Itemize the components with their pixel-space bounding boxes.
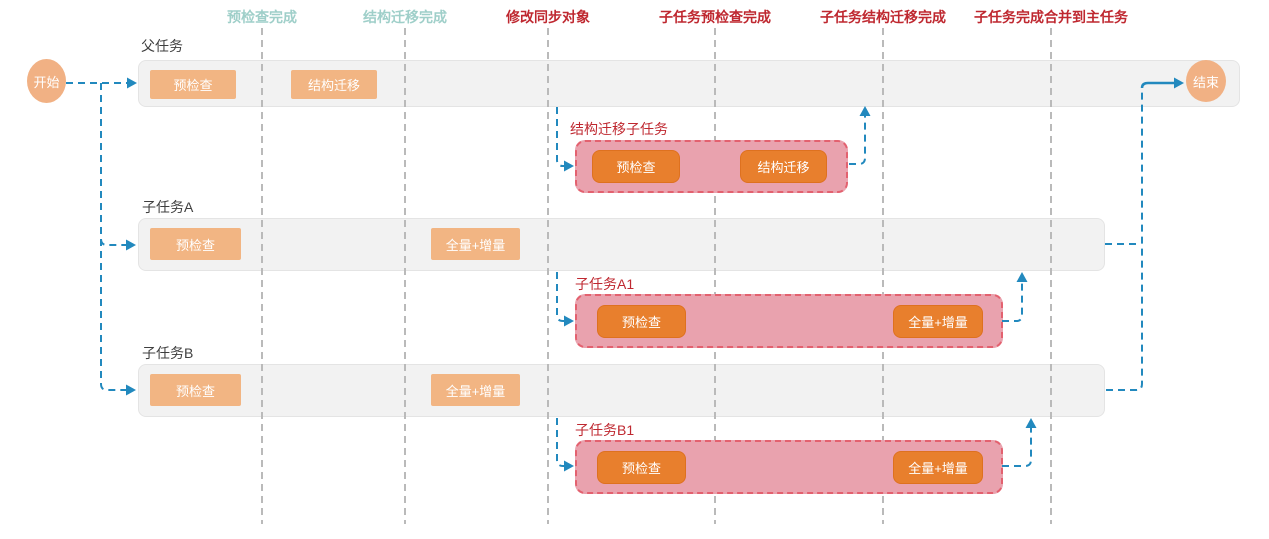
milestone-label-modify-sync-objects: 修改同步对象 — [506, 9, 590, 25]
step-b1-precheck: 预检查 — [597, 451, 686, 484]
step-schema-subtask-migration: 结构迁移 — [740, 150, 827, 183]
subtask-title-b1: 子任务B1 — [575, 422, 635, 438]
arrow-right-icon — [126, 239, 136, 251]
stage-subtask-b-precheck: 预检查 — [150, 374, 241, 406]
subtask-title-schema-migration-subtask: 结构迁移子任务 — [570, 121, 668, 137]
connector-b1-to-subtask-b — [1002, 427, 1032, 467]
arrow-right-icon — [127, 77, 137, 89]
lane-title-subtask-a: 子任务A — [142, 199, 194, 215]
step-a1-precheck: 预检查 — [597, 305, 686, 338]
arrow-up-icon — [1025, 418, 1037, 428]
milestone-label-precheck-done: 预检查完成 — [227, 9, 297, 25]
milestone-label-subtask-precheck-done: 子任务预检查完成 — [659, 9, 771, 25]
arrow-right-icon — [564, 160, 574, 172]
stage-parent-precheck: 预检查 — [150, 70, 236, 99]
connector-trunk-to-end — [1106, 88, 1143, 391]
connector-subtask-a-to-a1 — [556, 272, 565, 322]
end-node: 结束 — [1186, 60, 1226, 102]
step-schema-subtask-precheck: 预检查 — [592, 150, 680, 183]
connector-a1-to-subtask-a — [1002, 281, 1023, 322]
stage-subtask-a-precheck: 预检查 — [150, 228, 241, 260]
milestone-label-schema-migration-done: 结构迁移完成 — [363, 9, 447, 25]
lane-bar-subtask-a — [138, 218, 1105, 271]
lane-title-parent-task: 父任务 — [141, 38, 183, 54]
milestone-label-subtask-merged-done: 子任务完成合并到主任务 — [974, 9, 1128, 25]
start-node: 开始 — [27, 59, 66, 103]
stage-subtask-b-full-incremental: 全量+增量 — [431, 374, 520, 406]
step-b1-full-incremental: 全量+增量 — [893, 451, 983, 484]
arrow-right-icon — [564, 460, 574, 472]
step-a1-full-incremental: 全量+增量 — [893, 305, 983, 338]
milestone-label-subtask-schema-migration-done: 子任务结构迁移完成 — [820, 9, 946, 25]
connector-schema-subtask-to-parent — [849, 115, 866, 165]
stage-parent-schema-migration: 结构迁移 — [291, 70, 377, 99]
stage-subtask-a-full-incremental: 全量+增量 — [431, 228, 520, 260]
connector-start-trunk-to-subtask-b — [100, 83, 126, 391]
subtask-title-a1: 子任务A1 — [575, 276, 635, 292]
arrow-up-icon — [1016, 272, 1028, 282]
arrow-right-icon — [126, 384, 136, 396]
connector-subtask-b-to-b1 — [556, 418, 565, 467]
connector-parent-to-schema-subtask — [556, 107, 565, 167]
lane-title-subtask-b: 子任务B — [142, 345, 194, 361]
arrow-up-icon — [859, 106, 871, 116]
lane-bar-subtask-b — [138, 364, 1105, 417]
connector-branch-to-subtask-a — [100, 238, 126, 246]
arrow-right-icon — [564, 315, 574, 327]
